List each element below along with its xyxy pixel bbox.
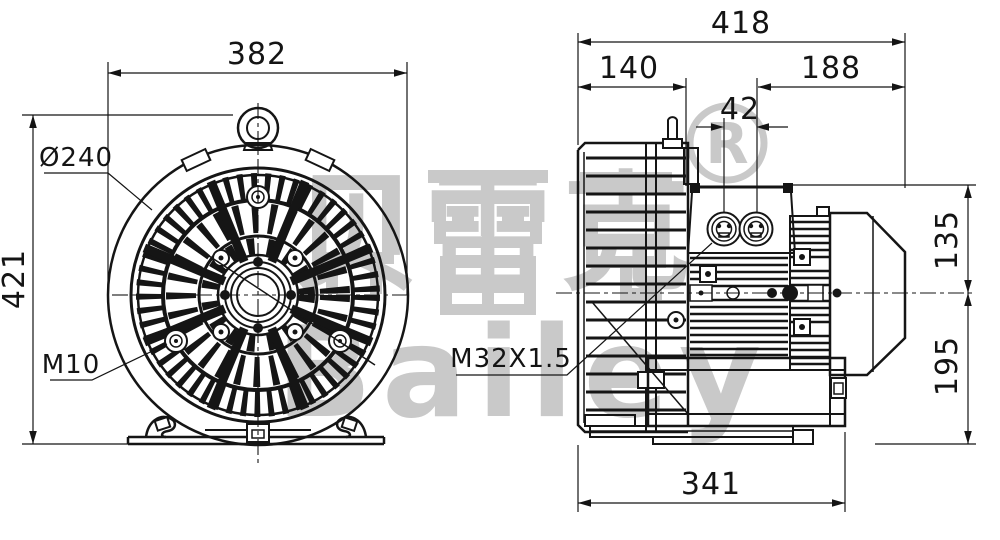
dim-text-188: 188: [801, 51, 861, 86]
dim-base-length: 341: [577, 432, 846, 512]
dim-front-width: 382: [107, 37, 408, 295]
hub-fasteners: [212, 249, 304, 341]
cable-gland-left: [706, 211, 742, 247]
dim-motor-length: 188: [756, 51, 905, 212]
dim-text-42: 42: [720, 92, 760, 127]
dim-text-135: 135: [930, 210, 965, 270]
side-base-foot: [584, 356, 847, 445]
dim-front-height: 421: [0, 114, 233, 445]
front-section-diagonal: [202, 251, 376, 366]
front-view: [106, 103, 412, 466]
dim-gland-spacing: 42: [696, 92, 788, 212]
side-view: [556, 116, 976, 445]
dim-text-382: 382: [227, 37, 287, 72]
dim-cover-length: 140: [578, 51, 687, 186]
dimension-annotations: 382 421 Ø240 M10 418: [0, 6, 976, 512]
pump-body-fins: [667, 252, 791, 359]
label-text-m32x15: M32X1.5: [450, 344, 572, 374]
dim-height-above-axis: 135: [790, 184, 976, 293]
label-fan-diameter: Ø240: [39, 143, 153, 211]
registered-trademark-letter: R: [705, 112, 748, 177]
dim-text-140: 140: [599, 51, 659, 86]
label-text-d240: Ø240: [39, 143, 113, 173]
rim-tab-left: [180, 147, 212, 173]
dim-text-418: 418: [711, 6, 771, 41]
terminal-box: [687, 183, 796, 254]
dim-text-195: 195: [930, 336, 965, 396]
registered-trademark-icon: R: [686, 102, 768, 184]
dim-text-421: 421: [0, 249, 32, 309]
grille-main-spokes: [142, 179, 374, 411]
dim-axis-height: 195: [875, 293, 976, 445]
label-foot-thread: M10: [42, 343, 168, 381]
cable-gland-right: [738, 211, 774, 247]
label-text-m10: M10: [42, 350, 101, 380]
dim-text-341: 341: [681, 467, 741, 502]
label-gland-thread: M32X1.5: [450, 242, 713, 376]
rim-tab-right: [304, 147, 336, 173]
dim-side-total-length: 418: [577, 6, 906, 188]
